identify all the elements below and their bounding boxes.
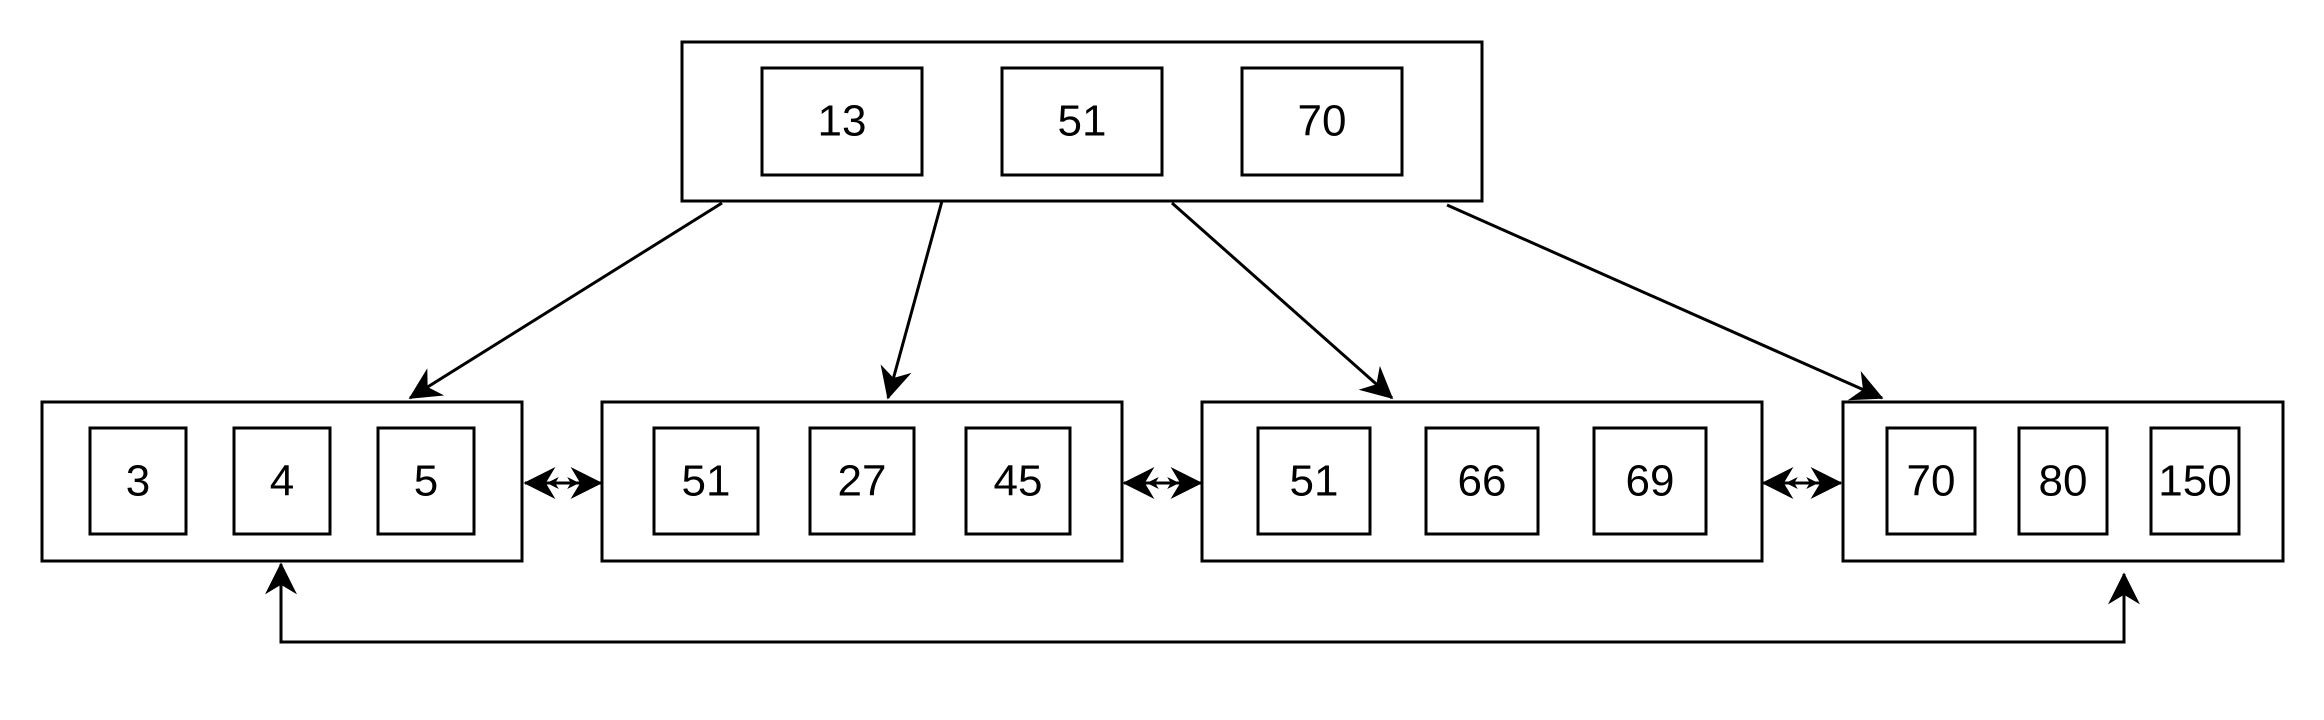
root-node: 13 51 70: [680, 40, 1484, 203]
leaf-key-box: [1424, 426, 1540, 536]
leaf-key-label: 5: [414, 457, 438, 506]
leaf-key-label: 4: [270, 457, 294, 506]
leaf-wraparound-link: [265, 562, 2140, 644]
leaf-key-label: 70: [1907, 457, 1956, 506]
edge-root-to-leaf-4: [1446, 203, 1884, 401]
leaf-key-box: [376, 426, 476, 536]
root-key-3: 70: [1240, 66, 1404, 177]
leaf-key-label: 66: [1458, 457, 1507, 506]
root-key-1: 13: [760, 66, 924, 177]
root-key-2: 51: [1000, 66, 1164, 177]
leaf-key-box: [88, 426, 188, 536]
root-key-label: 51: [1058, 97, 1107, 146]
leaf-node-2: 51 27 45: [600, 400, 1124, 563]
root-key-label: 13: [818, 97, 867, 146]
leaf-key-box: [964, 426, 1072, 536]
root-key-box-3: [1240, 66, 1404, 177]
root-key-box-1: [760, 66, 924, 177]
leaf-key-label: 51: [682, 457, 731, 506]
edge-root-to-leaf-1: [408, 201, 723, 400]
leaf-key-label: 69: [1626, 457, 1675, 506]
leaf-key-label: 51: [1290, 457, 1339, 506]
leaf-key-label: 80: [2039, 457, 2088, 506]
leaf-key-label: 45: [994, 457, 1043, 506]
root-key-label: 70: [1298, 97, 1347, 146]
leaf-key-box: [2017, 426, 2109, 536]
leaf-key-label: 150: [2158, 457, 2231, 506]
leaf-key-box: [652, 426, 760, 536]
leaf-key-box: [1885, 426, 1977, 536]
leaf-node-3: 51 66 69: [1200, 400, 1764, 563]
leaf-node-1: 3 4 5: [40, 400, 524, 563]
leaf-key-box: [232, 426, 332, 536]
edge-root-to-leaf-3: [1171, 201, 1394, 400]
child-pointer-edges: [408, 200, 1884, 401]
leaf-key-box: [1256, 426, 1372, 536]
leaf-node-4: 70 80 150: [1841, 400, 2285, 563]
leaf-key-box: [2149, 426, 2241, 536]
leaf-key-label: 3: [126, 457, 150, 506]
leaf-key-box: [1592, 426, 1708, 536]
edge-root-to-leaf-2: [880, 200, 944, 400]
leaf-key-label: 27: [838, 457, 887, 506]
leaf-key-box: [808, 426, 916, 536]
root-key-box-2: [1000, 66, 1164, 177]
